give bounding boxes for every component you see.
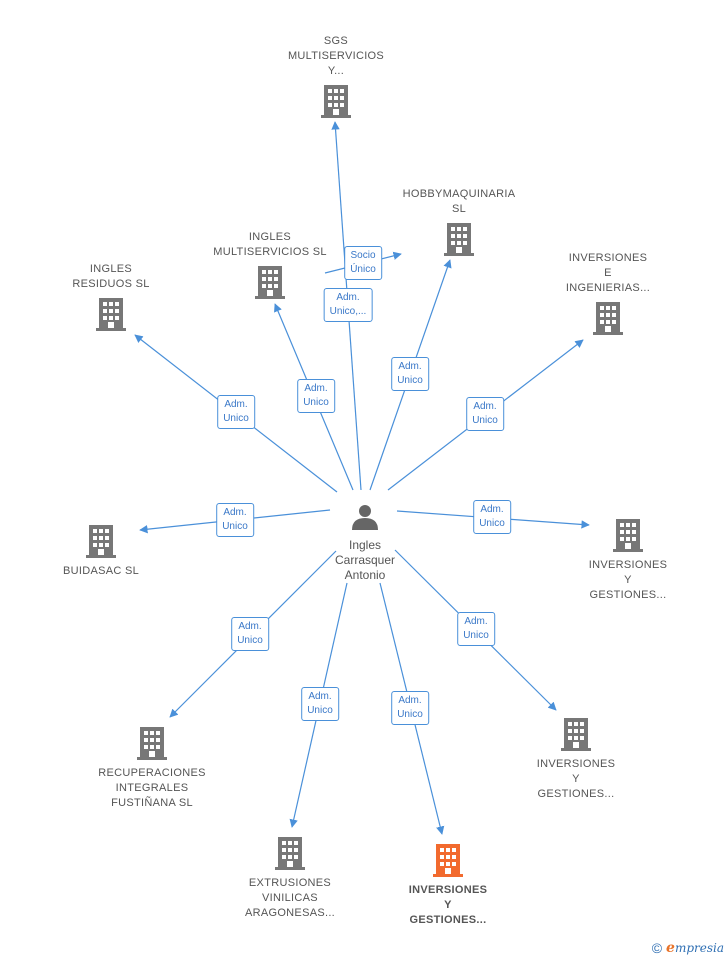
- company-label-line: MULTISERVICIOS SL: [213, 246, 327, 258]
- edge-label-extrusiones[interactable]: Adm. Unico: [301, 687, 339, 721]
- building-icon[interactable]: [613, 519, 643, 552]
- edge-label-line: Unico: [303, 397, 329, 408]
- company-label-line: INGLES: [248, 231, 292, 243]
- edge-label-line: Adm.: [398, 361, 422, 372]
- edge-label-line: Adm.: [336, 292, 360, 303]
- edge-label-line: Unico: [237, 635, 263, 646]
- edge-label-hobby[interactable]: Adm. Unico: [391, 357, 429, 391]
- building-icon[interactable]: [321, 85, 351, 118]
- person-icon[interactable]: [352, 505, 378, 530]
- edge-label-recuperaciones[interactable]: Adm. Unico: [231, 617, 269, 651]
- edge-label-line: Adm.: [308, 691, 332, 702]
- company-label-line: RESIDUOS SL: [72, 278, 150, 290]
- company-label-line: GESTIONES...: [409, 914, 487, 926]
- company-label-line: EXTRUSIONES: [248, 877, 332, 889]
- edge-label-line: Adm.: [473, 401, 497, 412]
- edge-label-gestiones-2[interactable]: Adm. Unico: [457, 612, 495, 646]
- edge-label-line: Adm.: [238, 621, 262, 632]
- company-label-line: INGLES: [89, 263, 133, 275]
- company-label-inversiones-ingenierias[interactable]: INVERSIONES E INGENIERIAS...: [566, 251, 650, 296]
- company-label-line: VINILICAS: [262, 892, 318, 904]
- edge-label-ingenierias[interactable]: Adm. Unico: [466, 397, 504, 431]
- company-label-line: INTEGRALES: [115, 782, 189, 794]
- company-label-line: Y...: [327, 65, 345, 77]
- company-label-line: INVERSIONES: [536, 758, 616, 770]
- company-label-extrusiones[interactable]: EXTRUSIONES VINILICAS ARAGONESAS...: [245, 876, 335, 921]
- building-icon[interactable]: [433, 844, 463, 877]
- company-label-line: SL: [451, 203, 467, 215]
- edge-label-gestiones-1[interactable]: Adm. Unico: [473, 500, 511, 534]
- edge-label-line: Unico: [223, 413, 249, 424]
- company-label-line: Y: [572, 773, 580, 785]
- edge-label-line: Unico: [222, 521, 248, 532]
- edge-label-line: Unico: [479, 518, 505, 529]
- company-label-buidasac[interactable]: BUIDASAC SL: [63, 564, 139, 579]
- company-label-line: HOBBYMAQUINARIA: [402, 188, 516, 200]
- company-label-line: Y: [444, 899, 452, 911]
- building-icon[interactable]: [593, 302, 623, 335]
- edge-label-line: Único: [350, 264, 376, 275]
- edge-label-line: Unico: [397, 375, 423, 386]
- edge-label-line: Adm.: [464, 616, 488, 627]
- company-label-line: GESTIONES...: [589, 589, 667, 601]
- edge-label-gestiones-3[interactable]: Adm. Unico: [391, 691, 429, 725]
- company-label-hobbymaquinaria[interactable]: HOBBYMAQUINARIA SL: [403, 187, 516, 217]
- building-icon[interactable]: [561, 718, 591, 751]
- person-label-line: Antonio: [344, 568, 386, 582]
- person-label-line: Ingles: [348, 538, 382, 552]
- company-label-line: FUSTIÑANA SL: [111, 797, 193, 809]
- company-label-inversiones-gestiones-1[interactable]: INVERSIONES Y GESTIONES...: [589, 558, 668, 603]
- edge-label-line: Adm.: [304, 383, 328, 394]
- company-label-line: SGS: [323, 35, 349, 47]
- edge-label-line: Unico: [397, 709, 423, 720]
- edge-label-line: Socio: [350, 250, 376, 261]
- edge-label-line: Unico: [472, 415, 498, 426]
- edge-label-sgs[interactable]: Adm. Unico,...: [323, 288, 373, 322]
- company-label-inversiones-gestiones-2[interactable]: INVERSIONES Y GESTIONES...: [537, 757, 616, 802]
- building-icon[interactable]: [255, 266, 285, 299]
- edge-label-multi[interactable]: Adm. Unico: [297, 379, 335, 413]
- company-label-line: INGENIERIAS...: [565, 282, 651, 294]
- company-label-ingles-residuos[interactable]: INGLES RESIDUOS SL: [72, 262, 149, 292]
- company-label-line: INVERSIONES: [588, 559, 668, 571]
- company-label-ingles-multiservicios[interactable]: INGLES MULTISERVICIOS SL: [213, 230, 327, 260]
- building-icon[interactable]: [444, 223, 474, 256]
- company-label-inversiones-gestiones-3[interactable]: INVERSIONES Y GESTIONES...: [409, 883, 488, 928]
- company-label-line: RECUPERACIONES: [98, 767, 206, 779]
- edge-label-buidasac[interactable]: Adm. Unico: [216, 503, 254, 537]
- company-label-line: BUIDASAC SL: [62, 565, 140, 577]
- copyright-icon: ©: [651, 940, 663, 956]
- building-icon[interactable]: [86, 525, 116, 558]
- company-label-line: INVERSIONES: [568, 252, 648, 264]
- empresia-logo: © empresia: [651, 940, 724, 956]
- edge-label-residuos[interactable]: Adm. Unico: [217, 395, 255, 429]
- company-label-recuperaciones[interactable]: RECUPERACIONES INTEGRALES FUSTIÑANA SL: [98, 766, 206, 811]
- company-label-sgs[interactable]: SGS MULTISERVICIOS Y...: [288, 34, 384, 79]
- edge-label-line: Adm.: [398, 695, 422, 706]
- edge-label-line: Unico: [307, 705, 333, 716]
- building-icon[interactable]: [137, 727, 167, 760]
- company-label-line: INVERSIONES: [408, 884, 488, 896]
- person-label-line: Carrasquer: [334, 553, 396, 567]
- company-label-line: E: [604, 267, 612, 279]
- building-icon[interactable]: [96, 298, 126, 331]
- building-icon[interactable]: [275, 837, 305, 870]
- edge-label-line: Adm.: [223, 507, 247, 518]
- edge-label-line: Unico: [463, 630, 489, 641]
- company-label-line: ARAGONESAS...: [244, 907, 336, 919]
- edge-label-line: Unico,...: [329, 306, 367, 317]
- company-label-line: MULTISERVICIOS: [287, 50, 385, 62]
- edge-label-line: Adm.: [224, 399, 248, 410]
- company-label-line: GESTIONES...: [537, 788, 615, 800]
- edge-label-line: Adm.: [480, 504, 504, 515]
- company-label-line: Y: [624, 574, 632, 586]
